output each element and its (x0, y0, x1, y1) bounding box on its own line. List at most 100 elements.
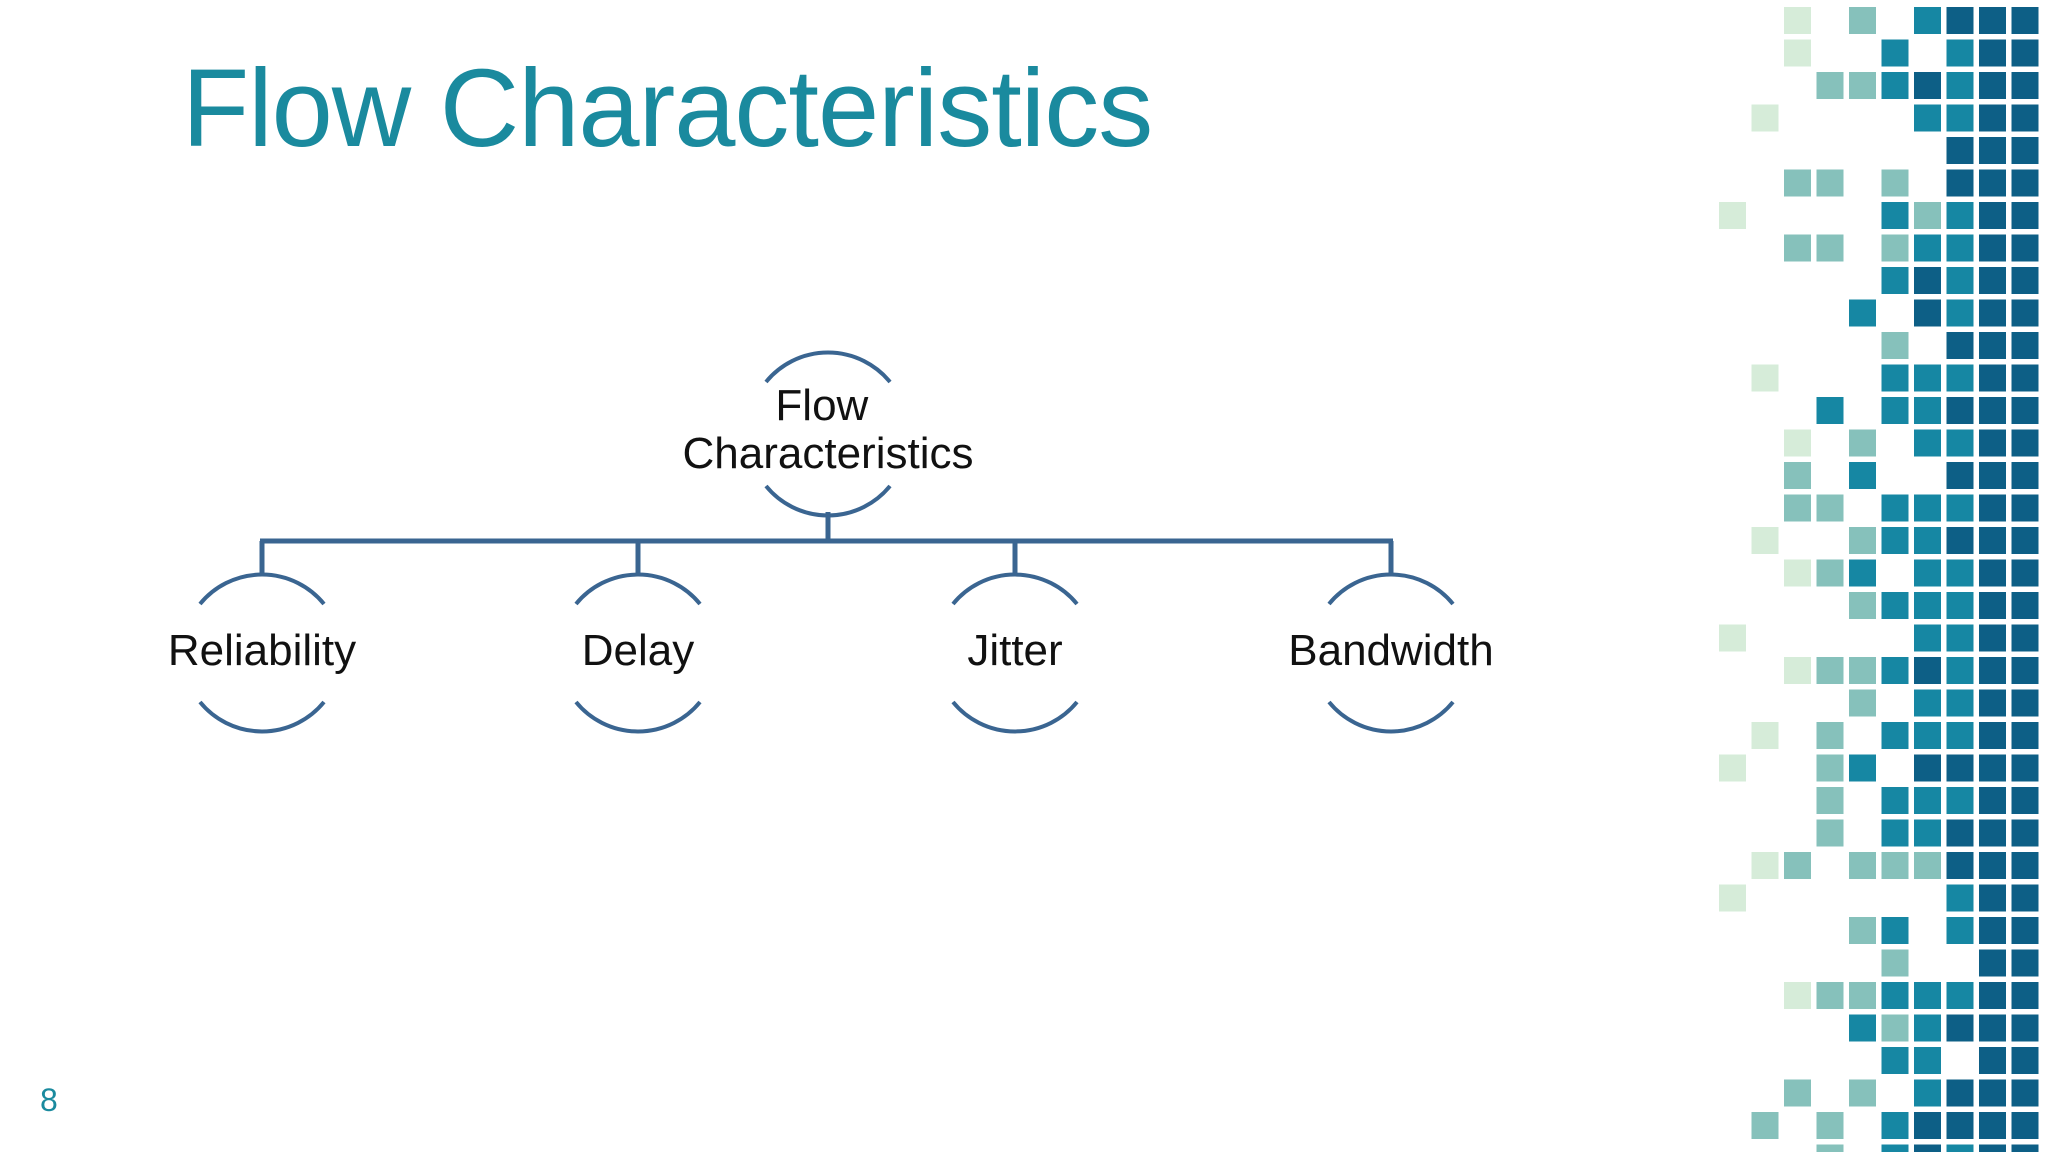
mosaic-tile (1946, 754, 1974, 782)
mosaic-tile (1816, 754, 1844, 782)
mosaic-tile (2011, 949, 2039, 977)
mosaic-tile (1946, 624, 1974, 652)
mosaic-tile (2011, 527, 2039, 554)
mosaic-tile (1914, 72, 1941, 99)
mosaic-tile (1979, 527, 2006, 554)
node-bandwidth-label: Bandwidth (1288, 626, 1493, 675)
mosaic-tile (1849, 527, 1876, 554)
mosaic-tile (1881, 72, 1909, 99)
mosaic-tile (1784, 1079, 1811, 1107)
mosaic-tile (1881, 202, 1909, 229)
mosaic-tile (1881, 169, 1909, 197)
mosaic-tile (1946, 72, 1974, 99)
mosaic-tile (1751, 104, 1779, 132)
mosaic-tile (1946, 657, 1974, 684)
mosaic-tile (1881, 982, 1909, 1009)
mosaic-tile (1816, 559, 1844, 587)
mosaic-tile (1946, 819, 1974, 847)
mosaic-tile (2011, 462, 2039, 489)
mosaic-tile (1979, 982, 2006, 1009)
mosaic-tile (2011, 592, 2039, 619)
mosaic-tile (1719, 624, 1746, 652)
mosaic-tile (1979, 1112, 2006, 1139)
mosaic-tile (1979, 299, 2006, 327)
mosaic-tile (1816, 982, 1844, 1009)
mosaic-tile (1816, 657, 1844, 684)
mosaic-tile (1881, 397, 1909, 424)
node-reliability-arcs (198, 572, 326, 734)
mosaic-tile (1784, 429, 1811, 457)
mosaic-tile (1946, 169, 1974, 197)
mosaic-tile (1881, 949, 1909, 977)
mosaic-tile (1784, 39, 1811, 67)
mosaic-tile (1881, 527, 1909, 554)
mosaic-tile (2011, 494, 2039, 522)
mosaic-tile (1979, 1014, 2006, 1042)
node-bandwidth: Bandwidth (1288, 572, 1494, 734)
mosaic-tile (1784, 7, 1811, 34)
mosaic-tile (2011, 1047, 2039, 1074)
mosaic-tile (2011, 39, 2039, 67)
mosaic-tile (1914, 7, 1941, 34)
mosaic-tile (1881, 267, 1909, 294)
slide-title: Flow Characteristics (182, 47, 1153, 170)
mosaic-tile (1914, 1079, 1941, 1107)
mosaic-tile (2011, 852, 2039, 879)
mosaic-tile (2011, 1079, 2039, 1107)
mosaic-tile (1979, 917, 2006, 944)
mosaic-tile (1849, 7, 1876, 34)
mosaic-tile (1946, 917, 1974, 944)
mosaic-tile (1946, 364, 1974, 392)
mosaic-tile (1784, 982, 1811, 1009)
mosaic-tile (1979, 1079, 2006, 1107)
mosaic-tile (2011, 884, 2039, 912)
mosaic-tile (1946, 884, 1974, 912)
mosaic-tile (1816, 1144, 1844, 1152)
node-root-line-2: Characteristics (683, 429, 974, 478)
node-delay-label: Delay (582, 626, 695, 675)
mosaic-tile (1914, 819, 1941, 847)
mosaic-tile (1979, 397, 2006, 424)
mosaic-tile (1881, 1112, 1909, 1139)
mosaic-tile (1979, 462, 2006, 489)
mosaic-tile (1914, 592, 1941, 619)
mosaic-tile (1946, 137, 1974, 164)
mosaic-tile (2011, 397, 2039, 424)
mosaic-tile (2011, 819, 2039, 847)
mosaic-tile (1914, 852, 1941, 879)
mosaic-tile (2011, 657, 2039, 684)
mosaic-tile (1881, 787, 1909, 814)
connector-lines (259, 512, 1394, 573)
mosaic-tile (2011, 169, 2039, 197)
mosaic-tile (1719, 884, 1746, 912)
mosaic-tile (1849, 852, 1876, 879)
mosaic-tile (1784, 657, 1811, 684)
mosaic-tile (1914, 397, 1941, 424)
mosaic-tile (2011, 299, 2039, 327)
mosaic-tile (1816, 397, 1844, 424)
mosaic-tile (1914, 234, 1941, 262)
mosaic-tile (1946, 332, 1974, 359)
decorative-mosaic (1719, 7, 2039, 1152)
mosaic-tile (1816, 234, 1844, 262)
mosaic-tile (1979, 39, 2006, 67)
mosaic-tile (1849, 657, 1876, 684)
mosaic-tile (1979, 169, 2006, 197)
mosaic-tile (1979, 852, 2006, 879)
mosaic-tile (1946, 299, 1974, 327)
mosaic-tile (1881, 234, 1909, 262)
mosaic-tile (1979, 7, 2006, 34)
mosaic-tile (1979, 104, 2006, 132)
mosaic-tile (2011, 234, 2039, 262)
mosaic-tile (1914, 982, 1941, 1009)
mosaic-tile (1849, 1079, 1876, 1107)
mosaic-tile (1914, 494, 1941, 522)
mosaic-tile (1979, 1047, 2006, 1074)
mosaic-tile (2011, 72, 2039, 99)
mosaic-tile (1914, 1014, 1941, 1042)
mosaic-tile (1881, 917, 1909, 944)
mosaic-tile (1849, 917, 1876, 944)
mosaic-tile (1849, 299, 1876, 327)
mosaic-tile (1816, 494, 1844, 522)
mosaic-tile (2011, 722, 2039, 749)
